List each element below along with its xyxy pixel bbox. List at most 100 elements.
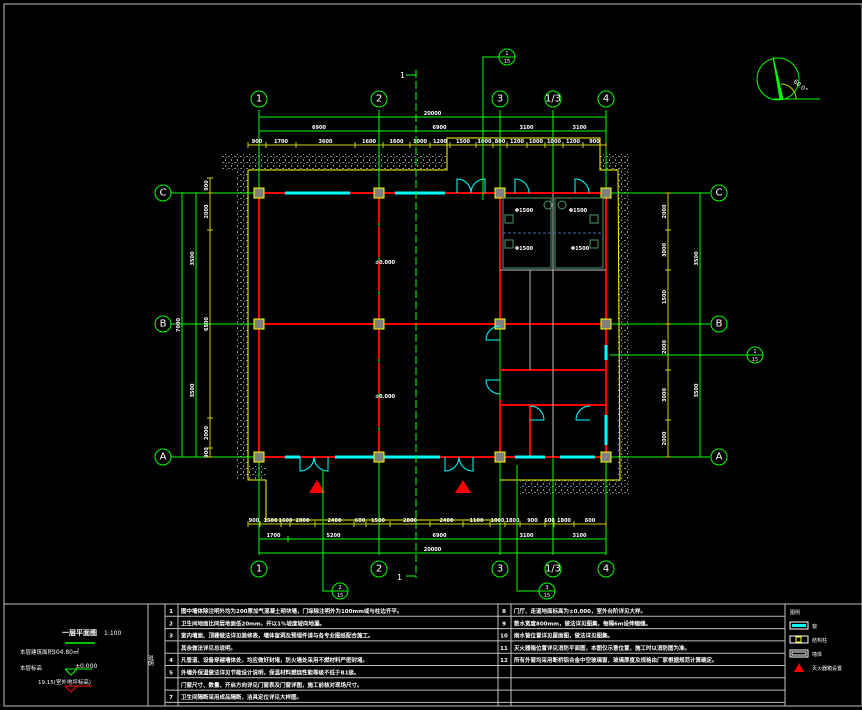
note-text: 卫生间隔断采用成品隔断，洁具定位详见大样图。 (181, 693, 302, 701)
note-number: 8 (502, 609, 506, 615)
note-number: 3 (169, 634, 173, 640)
dimension-value: 3000 (662, 243, 668, 257)
toilet-fixtures (502, 197, 604, 269)
notes-header: 说明 (147, 654, 154, 668)
dimension-value: 2000 (662, 340, 668, 354)
axis-label: B (160, 319, 167, 330)
leader-line (322, 470, 332, 592)
dimension-value: 2000 (662, 431, 668, 445)
window-legend-fill (792, 624, 806, 627)
structural-column (253, 187, 265, 199)
dimension-value: 3100 (520, 125, 534, 131)
wall-legend-fill (791, 651, 807, 656)
door-swing (514, 178, 530, 194)
dimension-value: 900 (249, 518, 260, 524)
axis-label: 1 (256, 94, 262, 105)
note-text: 灭火器箱位置详见消防平面图，本图仅示意位置，施工时以消防图为准。 (513, 644, 690, 652)
section-line (406, 70, 417, 578)
door-swing (574, 178, 590, 194)
dimension-value: 1700 (267, 533, 281, 539)
dimension-value: 1500 (456, 139, 470, 145)
drawing-scale: 1:100 (104, 630, 121, 637)
axis-bubble (710, 448, 728, 466)
note-text: 散水宽度800mm，做法详见图集，每隔6m设伸缩缝。 (514, 619, 651, 627)
note-text: 门窗尺寸、数量、开启方向详见门窗表及门窗详图，施工前核对现场尺寸。 (181, 681, 363, 689)
note-number: 9 (502, 621, 506, 627)
column-legend-fill (795, 636, 802, 643)
dimension-value: 800 (495, 139, 506, 145)
dimension-total: 20000 (424, 547, 442, 553)
area-value: 304.80㎡ (52, 648, 79, 656)
turning-circle-label: Φ1500 (515, 208, 534, 214)
structural-column (600, 318, 612, 330)
dimension-value: 3500 (694, 251, 700, 265)
note-number: 11 (500, 646, 508, 652)
detail-sheet: 15 (544, 593, 550, 599)
dimension-value: 1000 (413, 139, 427, 145)
axis-bubble (370, 560, 388, 578)
axis-label: 1/3 (545, 94, 561, 105)
door-swing (485, 325, 501, 341)
door-swing (458, 456, 474, 472)
dimension-value: 600 (585, 518, 596, 524)
detail-number: 2 (338, 585, 341, 591)
door-swing (575, 405, 591, 421)
axis-bubble (250, 560, 268, 578)
axis-bubble (154, 315, 172, 333)
axis-label: 2 (376, 94, 382, 105)
window-legend-icon (789, 621, 809, 630)
fire-extinguisher-icon (309, 480, 471, 493)
level-value: ±0.000 (75, 663, 97, 670)
dimension-value: 1600 (279, 518, 293, 524)
axis-label: C (160, 188, 167, 199)
dimension-value: 1000 (547, 139, 561, 145)
axis-bubble (491, 560, 509, 578)
dimension-value: 3100 (573, 533, 587, 539)
note-number: 4 (169, 658, 173, 664)
note-number: 2 (169, 621, 173, 627)
axis-bubble (597, 560, 615, 578)
axis-bubble (597, 90, 615, 108)
legend-label: 墙体 (812, 651, 822, 658)
drawing-frame (3, 3, 862, 707)
note-number: 10 (500, 634, 508, 640)
elevation-marker-icon (64, 685, 92, 693)
structural-column (253, 451, 265, 463)
axis-bubble (491, 90, 509, 108)
door-swing (456, 178, 472, 194)
axis-bubble (154, 184, 172, 202)
dimension-total: 20000 (424, 111, 442, 117)
axis-label: 3 (497, 94, 503, 105)
columns (253, 187, 612, 463)
axis-label: 2 (376, 564, 382, 575)
door-swing (444, 456, 460, 472)
floor-elevation: ±0.000 (375, 260, 396, 266)
door-swing (470, 178, 486, 194)
structural-column (373, 318, 385, 330)
axis-label: A (160, 452, 167, 463)
note-number: 12 (500, 658, 508, 664)
dimension-value: 1500 (371, 518, 385, 524)
dimension-value: 6900 (312, 125, 326, 131)
door-swing (529, 405, 545, 421)
note-text: 门厅、走道地面标高为±0.000，室外台阶详见大样。 (514, 607, 646, 615)
dimension-value: 1000 (478, 139, 492, 145)
north-arrow-icon (756, 56, 820, 101)
dimension-value: 2000 (204, 426, 210, 440)
doors (299, 178, 591, 472)
axis-label: B (716, 319, 723, 330)
elevation-marker-icon (64, 668, 92, 676)
dimension-value: 900 (252, 139, 263, 145)
dimension-value: 3600 (319, 139, 333, 145)
axis-label: 4 (603, 94, 609, 105)
section-mark: 1 (397, 573, 402, 582)
note-number: 5 (169, 671, 173, 677)
door-swing (313, 456, 329, 472)
detail-number: 1 (753, 349, 756, 355)
detail-number: 1 (505, 51, 508, 57)
